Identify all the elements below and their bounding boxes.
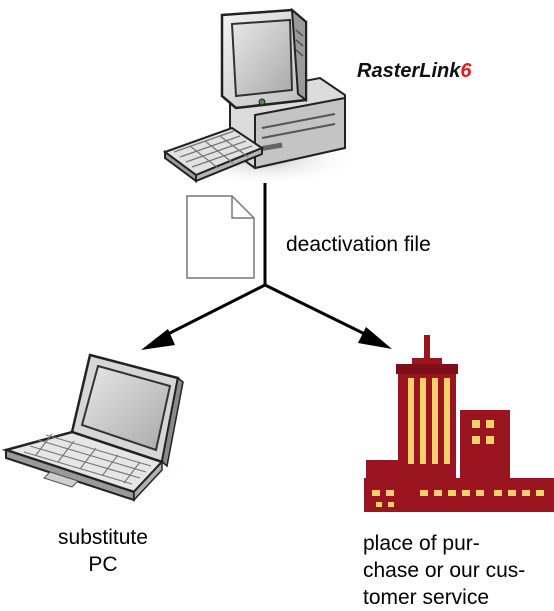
rasterlink-logo: RasterLink6 bbox=[357, 60, 472, 83]
substitute-pc-line1: substitute bbox=[58, 526, 148, 549]
arrow-left-icon bbox=[141, 329, 175, 350]
connector-lines bbox=[155, 183, 376, 342]
desktop-computer-icon bbox=[162, 7, 360, 186]
substitute-pc-line2: PC bbox=[88, 553, 118, 576]
building-icon bbox=[364, 335, 554, 512]
logo-suffix: 6 bbox=[460, 60, 472, 82]
laptop-icon bbox=[1, 353, 190, 502]
place-of-purchase-line3: tomer service bbox=[363, 586, 490, 609]
file-icon bbox=[186, 195, 255, 279]
substitute-pc-label: substitute PC bbox=[40, 524, 166, 578]
place-of-purchase-label: place of pur- chase or our cus- tomer se… bbox=[363, 530, 525, 611]
logo-text: RasterLink bbox=[357, 60, 461, 82]
place-of-purchase-line1: place of pur- bbox=[363, 532, 480, 555]
deactivation-file-label: deactivation file bbox=[286, 233, 431, 256]
place-of-purchase-line2: chase or our cus- bbox=[363, 559, 526, 582]
arrow-right-icon bbox=[358, 327, 392, 349]
